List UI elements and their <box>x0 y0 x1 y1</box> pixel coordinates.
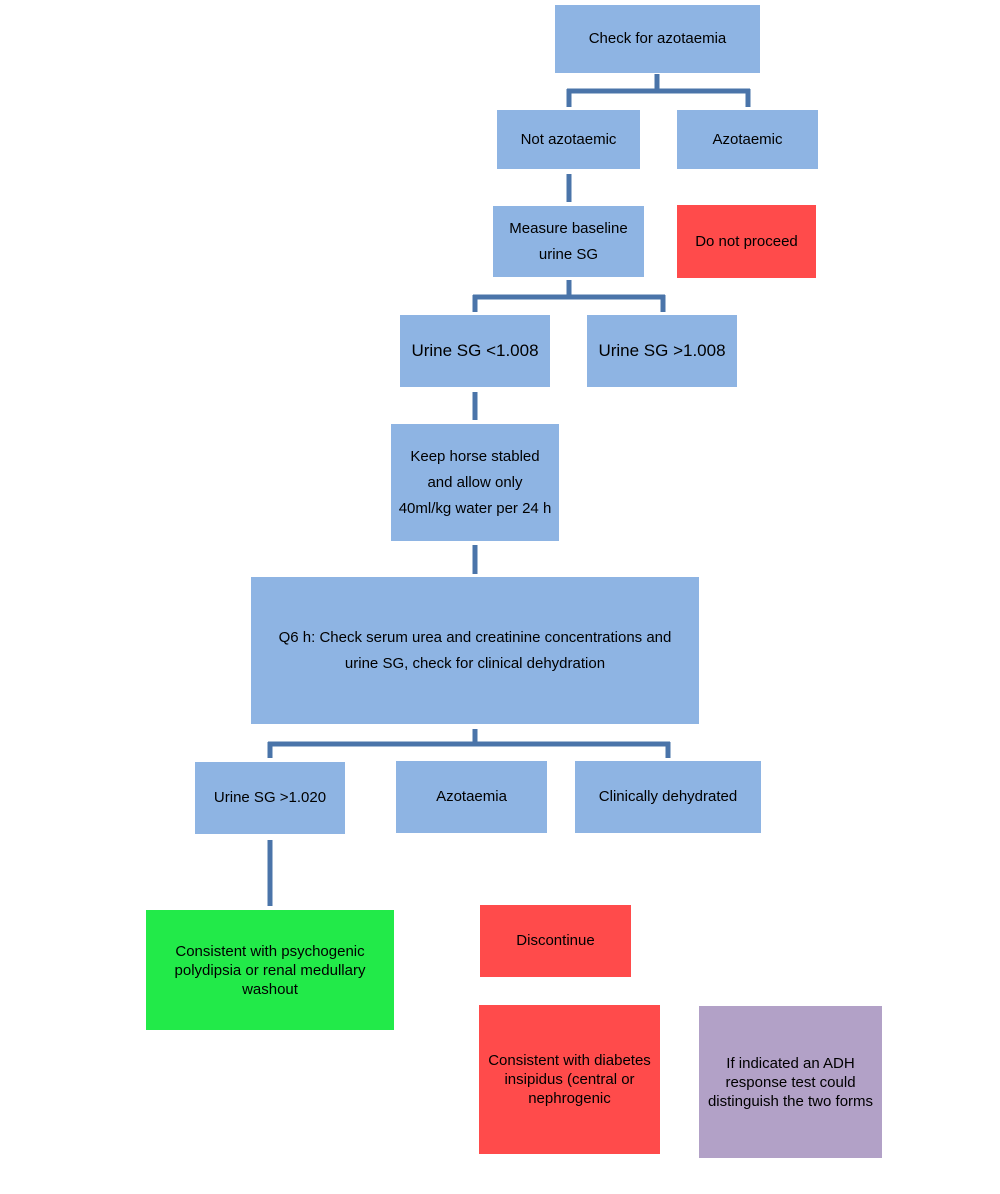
diabetes-insipidus-box: Consistent with diabetes insipidus (cent… <box>479 1005 660 1154</box>
psychogenic-box: Consistent with psychogenic polydipsia o… <box>146 910 394 1030</box>
q6h-check-label: Q6 h: Check serum urea and creatinine co… <box>278 628 672 672</box>
psychogenic-label: Consistent with psychogenic polydipsia o… <box>174 942 366 998</box>
azotaemic-box: Azotaemic <box>677 110 818 169</box>
diabetes-insipidus-label: Consistent with diabetes insipidus (cent… <box>488 1052 651 1107</box>
keep-stabled-label: Keep horse stabled and allow only 40ml/k… <box>398 447 552 517</box>
azotaemia-label: Azotaemia <box>436 788 507 805</box>
check-azotaemia-box: Check for azotaemia <box>555 5 760 73</box>
do-not-proceed-label: Do not proceed <box>695 232 798 250</box>
discontinue-label: Discontinue <box>516 932 595 949</box>
adh-test-box: If indicated an ADH response test could … <box>699 1006 882 1158</box>
urine-sg-gt-1008-box: Urine SG >1.008 <box>587 315 737 387</box>
discontinue-box: Discontinue <box>480 905 631 977</box>
urine-sg-gt-1020-label: Urine SG >1.020 <box>213 789 327 806</box>
clinically-dehydrated-box: Clinically dehydrated <box>575 761 761 833</box>
urine-sg-gt-1020-box: Urine SG >1.020 <box>195 762 345 834</box>
azotaemic-label: Azotaemic <box>712 130 783 148</box>
adh-test-label: If indicated an ADH response test could … <box>707 1054 874 1110</box>
do-not-proceed-box: Do not proceed <box>677 205 816 278</box>
clinically-dehydrated-label: Clinically dehydrated <box>598 788 738 805</box>
q6h-check-box: Q6 h: Check serum urea and creatinine co… <box>251 577 699 724</box>
check-azotaemia-label: Check for azotaemia <box>588 30 727 47</box>
not-azotaemic-box: Not azotaemic <box>497 110 640 169</box>
urine-sg-lt-1008-label: Urine SG <1.008 <box>411 341 539 360</box>
azotaemia-box: Azotaemia <box>396 761 547 833</box>
measure-baseline-label: Measure baseline urine SG <box>509 219 628 263</box>
urine-sg-lt-1008-box: Urine SG <1.008 <box>400 315 550 387</box>
urine-sg-gt-1008-label: Urine SG >1.008 <box>598 341 726 360</box>
not-azotaemic-label: Not azotaemic <box>520 130 617 148</box>
measure-baseline-box: Measure baseline urine SG <box>493 206 644 277</box>
keep-stabled-box: Keep horse stabled and allow only 40ml/k… <box>391 424 559 541</box>
